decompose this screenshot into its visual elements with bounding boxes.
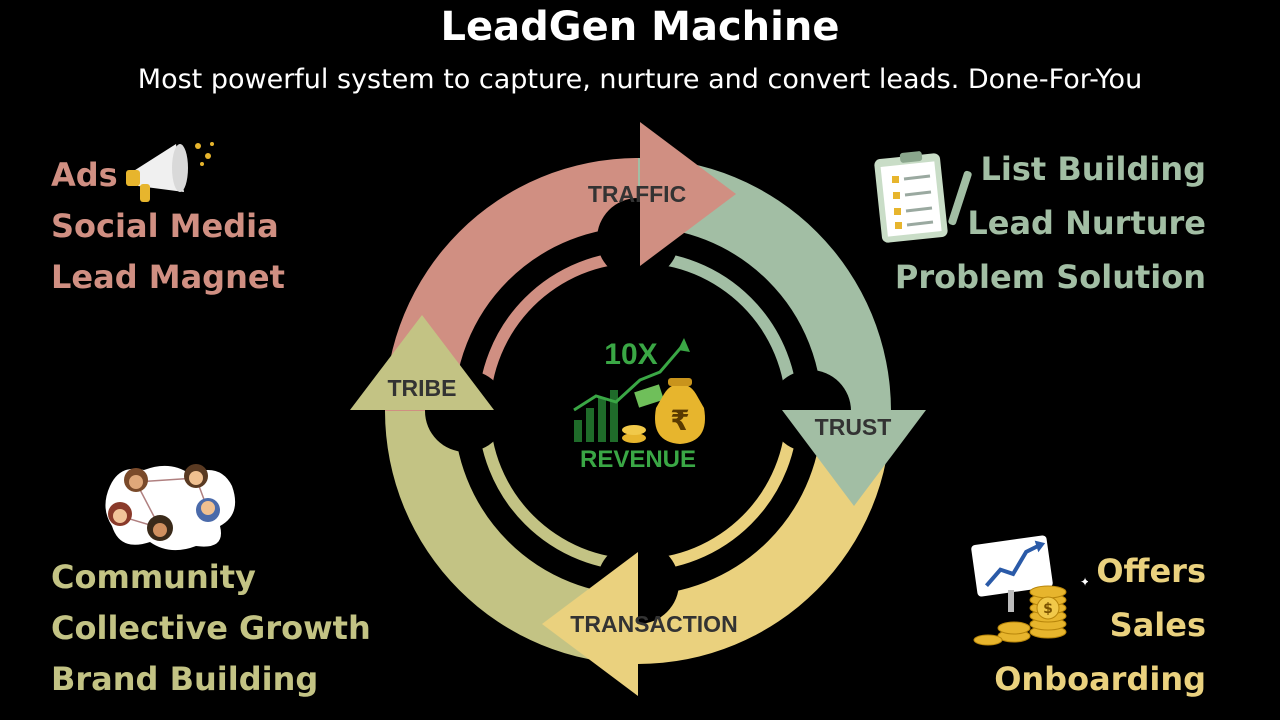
traffic-item: Social Media (51, 207, 279, 245)
center-top-label: 10X (604, 338, 657, 371)
page-subtitle: Most powerful system to capture, nurture… (137, 64, 1143, 95)
tribe-item: Community (51, 558, 256, 596)
traffic-item: Ads (51, 156, 118, 194)
transaction-item: Onboarding (994, 660, 1206, 698)
arrow-trust (782, 410, 926, 506)
clipboard-checklist-icon (874, 151, 972, 243)
center-hub (528, 301, 748, 521)
arrow-tribe (350, 315, 494, 410)
trust-item: Lead Nurture (967, 204, 1206, 242)
chart-coins-icon: $ ✦ (971, 535, 1088, 646)
tribe-list: Community Collective Growth Brand Buildi… (51, 552, 371, 705)
transaction-item: Offers (1096, 552, 1206, 590)
revenue-growth-icon (573, 338, 705, 444)
svg-text:$: $ (1043, 601, 1053, 617)
community-people-icon (105, 464, 236, 551)
stage-label-traffic: TRAFFIC (588, 181, 686, 207)
person (124, 468, 148, 492)
megaphone-icon (126, 142, 214, 202)
trust-list: List Building Lead Nurture Problem Solut… (895, 142, 1206, 304)
center-currency-symbol: ₹ (670, 404, 689, 437)
arrow-traffic (640, 122, 736, 266)
transaction-item: Sales (1109, 606, 1206, 644)
center-bottom-label: REVENUE (580, 446, 696, 473)
stage-label-transaction: TRANSACTION (570, 611, 737, 637)
stage-label-trust: TRUST (815, 414, 892, 440)
traffic-item: Lead Magnet (51, 258, 285, 296)
tribe-item: Collective Growth (51, 609, 371, 647)
traffic-list: Ads Social Media Lead Magnet (51, 150, 285, 303)
stage-label-tribe: TRIBE (388, 375, 457, 401)
tribe-item: Brand Building (51, 660, 319, 698)
page-title: LeadGen Machine (440, 4, 840, 50)
transaction-list: Offers Sales Onboarding (994, 544, 1206, 706)
svg-text:✦: ✦ (1080, 575, 1088, 589)
trust-item: List Building (980, 150, 1206, 188)
arrow-transaction (542, 552, 638, 696)
trust-item: Problem Solution (894, 258, 1206, 296)
